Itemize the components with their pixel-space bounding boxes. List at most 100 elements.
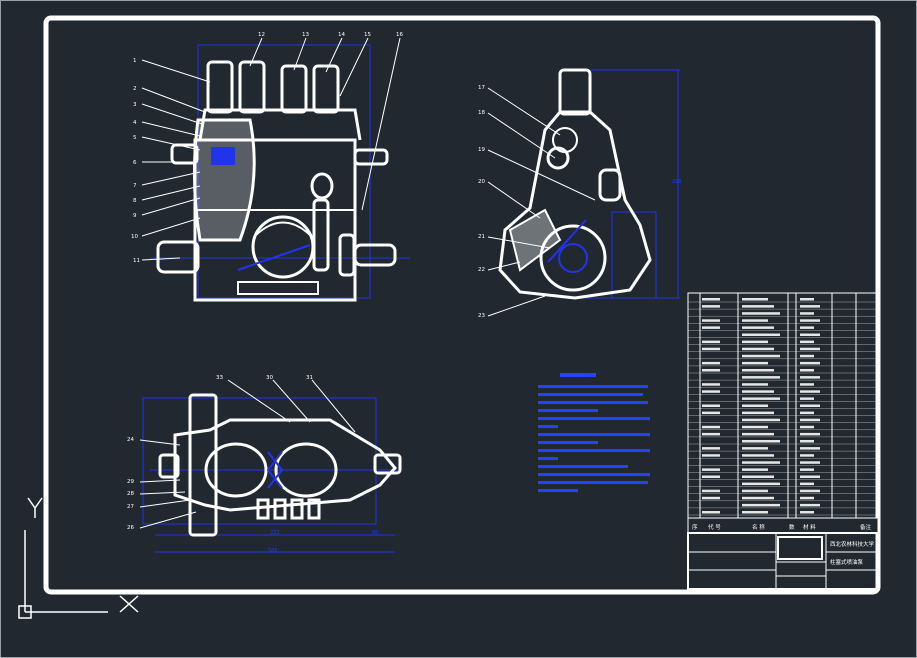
valve-holder-3	[280, 64, 308, 114]
side-valve-holder	[558, 68, 592, 116]
plunger-barrel	[192, 118, 256, 242]
parts-row-text	[800, 326, 814, 329]
callout-11: 11	[133, 258, 140, 264]
parts-row-text	[800, 298, 814, 301]
parts-row-text	[702, 511, 720, 514]
parts-row-text	[702, 319, 720, 322]
parts-row-text	[702, 305, 720, 308]
technical-notes	[538, 373, 650, 492]
parts-row-text	[800, 319, 820, 322]
callout-16: 16	[396, 32, 403, 38]
bottom-leaders	[139, 379, 356, 529]
parts-row-text	[742, 482, 780, 486]
parts-row-text	[702, 447, 720, 450]
callout-23: 23	[478, 313, 485, 319]
bottom-left-end	[158, 453, 180, 479]
parts-row-text	[742, 298, 768, 301]
header-material: 材 料	[803, 523, 816, 531]
ucs-x-letter	[119, 595, 139, 613]
side-leaders	[487, 87, 596, 317]
parts-row-text	[800, 425, 814, 429]
parts-row-text	[742, 319, 768, 322]
header-seq: 序	[692, 523, 698, 531]
side-dim-box	[611, 211, 657, 299]
callout-29: 29	[127, 479, 134, 485]
valve-holder-1	[206, 60, 234, 114]
parts-row-text	[800, 354, 814, 358]
valve-holder-2	[238, 60, 266, 114]
parts-row-text	[800, 397, 814, 400]
bottom-right-end	[373, 453, 402, 475]
bottom-studs	[256, 498, 321, 520]
parts-row-text	[800, 468, 814, 471]
parts-row-text	[742, 397, 780, 400]
parts-row-text	[742, 496, 774, 500]
camshaft-left	[156, 240, 200, 274]
ucs-origin-box	[18, 605, 32, 619]
callout-33: 33	[216, 375, 223, 381]
callout-5: 5	[133, 135, 137, 141]
parts-row-text	[702, 496, 720, 500]
parts-row-text	[800, 440, 814, 443]
parts-row-text	[800, 305, 820, 308]
parts-row-text	[800, 404, 820, 407]
parts-row-text	[702, 326, 720, 329]
parts-row-text	[742, 312, 780, 315]
header-name: 名 称	[752, 523, 765, 531]
callout-30: 30	[266, 375, 273, 381]
parts-row-text	[742, 390, 774, 393]
upper-housing	[198, 108, 362, 141]
callout-13: 13	[302, 32, 309, 38]
parts-row-text	[742, 383, 768, 386]
callout-4: 4	[133, 120, 137, 126]
callout-6: 6	[133, 160, 137, 166]
parts-row-text	[742, 418, 780, 422]
parts-row-text	[742, 404, 768, 407]
parts-row-text	[742, 340, 768, 344]
callout-27: 27	[127, 504, 134, 510]
parts-row-text	[742, 489, 768, 493]
parts-list-header: 序 代 号 名 称 数 材 料 备注	[687, 517, 879, 534]
parts-row-text	[800, 312, 814, 315]
bottom-cam-1	[204, 442, 268, 498]
parts-row-text	[800, 390, 820, 393]
bottom-flange-left	[188, 393, 218, 537]
header-remark: 备注	[860, 523, 872, 531]
front-leaders-top	[249, 37, 401, 211]
valve-holder-4	[312, 64, 340, 114]
parts-row-text	[702, 340, 720, 344]
bottom-cam-2	[274, 442, 338, 498]
parts-row-text	[742, 461, 780, 464]
bottom-callouts: 33 30 31 24 29 28 27 26 222 66 588	[127, 375, 378, 554]
parts-row-text	[742, 447, 768, 450]
parts-list-rows	[688, 298, 878, 516]
callout-18: 18	[478, 110, 485, 116]
callout-28: 28	[127, 491, 134, 497]
parts-row-text	[800, 475, 820, 478]
parts-row-text	[702, 411, 720, 415]
parts-row-text	[742, 425, 768, 429]
parts-row-text	[702, 489, 720, 493]
parts-row-text	[800, 511, 814, 514]
callout-14: 14	[338, 32, 345, 38]
parts-row-text	[742, 511, 768, 514]
parts-row-text	[800, 489, 820, 493]
title-block-border	[687, 532, 879, 590]
callout-2: 2	[133, 86, 137, 92]
callout-24: 24	[127, 437, 134, 443]
callout-31: 31	[306, 375, 313, 381]
callout-7: 7	[133, 183, 137, 189]
parts-row-text	[742, 369, 774, 372]
parts-row-text	[800, 383, 814, 386]
parts-row-text	[800, 482, 814, 486]
callout-10: 10	[131, 234, 138, 240]
callout-17: 17	[478, 85, 485, 91]
title-logo-box	[777, 536, 823, 560]
front-callouts-left: 1 2 3 4 5 6 7 8 9 10 11	[131, 58, 140, 264]
parts-row-text	[800, 496, 814, 500]
title-block	[687, 532, 879, 590]
governor-eye	[310, 172, 334, 200]
inlet-fitting	[170, 143, 199, 165]
parts-row-text	[702, 347, 720, 351]
